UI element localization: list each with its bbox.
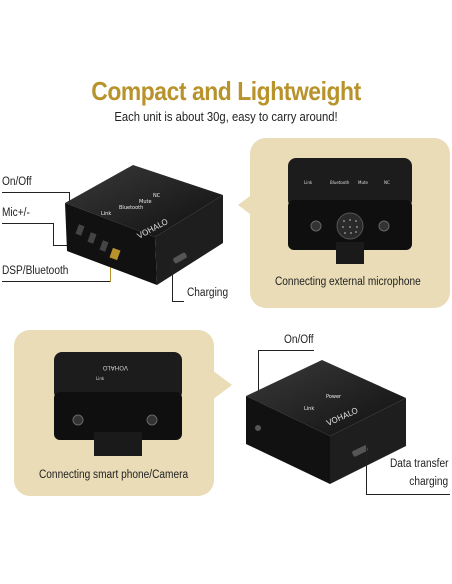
mic-device-icon-nc: NC	[384, 180, 390, 185]
phone-device-logo: VOHALO	[103, 364, 128, 371]
onoff-label: On/Off	[2, 176, 32, 188]
receiver-device-image: VOHALO Link Bluetooth Mute NC	[65, 165, 223, 285]
mic-device-icon-link: Link	[304, 180, 313, 185]
external-mic-device-image: Link Bluetooth Mute NC	[288, 158, 412, 264]
onoff-label-2: On/Off	[284, 334, 314, 346]
charging-leader-line-v	[172, 262, 173, 302]
transmitter-device-image: VOHALO Link Power	[246, 360, 406, 484]
device-icon-nc: NC	[153, 193, 161, 199]
charging-leader-line	[172, 301, 184, 302]
page-title: Compact and Lightweight	[91, 76, 361, 106]
smartphone-device-image: Link VOHALO	[54, 352, 182, 456]
data-leader-line	[366, 494, 450, 495]
mic-leader-line	[2, 223, 54, 224]
charging-label: Charging	[187, 287, 229, 299]
device-icon-mute: Mute	[139, 199, 152, 205]
page-subtitle: Each unit is about 30g, easy to carry ar…	[114, 110, 338, 124]
data-transfer-label: Data transfer	[389, 458, 448, 470]
mic-device-icon-mute: Mute	[358, 180, 369, 185]
device-icon-link: Link	[101, 211, 111, 217]
mic-device-icon-bluetooth: Bluetooth	[330, 180, 350, 185]
onoff-leader-line	[2, 192, 70, 193]
transmitter-icon-power: Power	[326, 394, 342, 400]
dsp-label: DSP/Bluetooth	[2, 265, 69, 277]
external-mic-caption: Connecting external microphone	[275, 276, 421, 288]
phone-device-icon-link: Link	[96, 376, 105, 381]
panel-tail-3	[212, 370, 232, 400]
smartphone-caption: Connecting smart phone/Camera	[39, 469, 189, 481]
dsp-leader-line	[2, 281, 110, 282]
dsp-leader-line-v	[110, 266, 111, 282]
data-leader-line-v	[366, 442, 367, 494]
onoff-leader-line-2v	[258, 350, 259, 410]
device-icon-bluetooth: Bluetooth	[119, 205, 143, 211]
transmitter-icon-link: Link	[304, 406, 314, 412]
mic-leader-line-v	[53, 223, 54, 245]
mic-label: Mic+/-	[2, 207, 30, 219]
charging-label-2: charging	[409, 476, 448, 488]
onoff-leader-line-2	[258, 350, 314, 351]
